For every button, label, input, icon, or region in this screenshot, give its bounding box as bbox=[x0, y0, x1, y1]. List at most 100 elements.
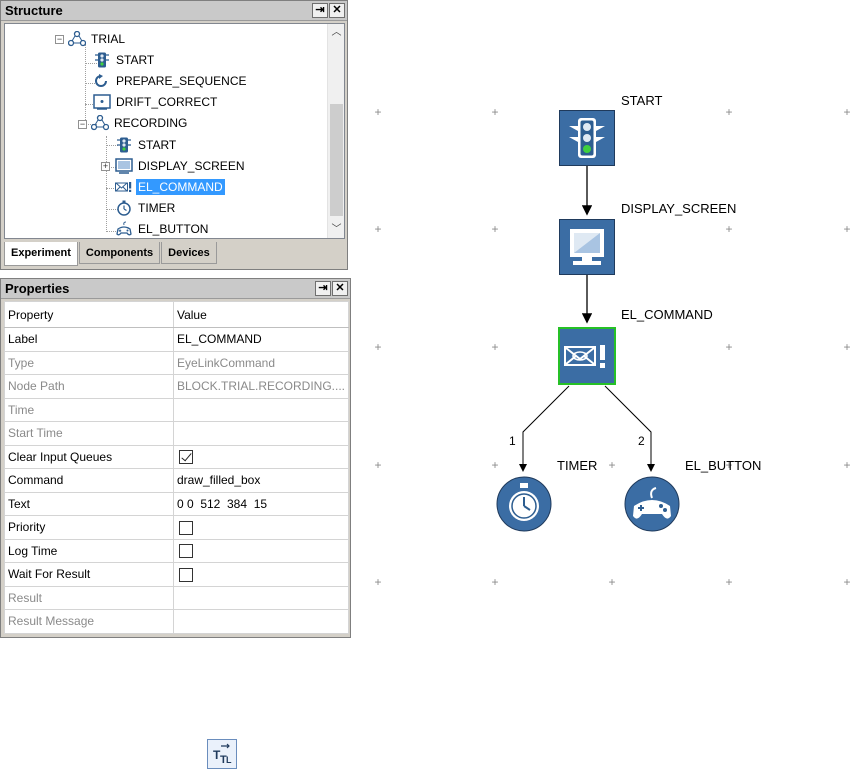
log-time-checkbox[interactable] bbox=[178, 544, 193, 559]
tree-item-el-command[interactable]: EL_COMMAND bbox=[115, 177, 225, 197]
property-name: Wait For Result bbox=[4, 562, 174, 587]
tree-item-label: EL_COMMAND bbox=[136, 179, 225, 195]
text-tool-icon[interactable]: T T L bbox=[207, 739, 237, 769]
grid-mark: + bbox=[725, 575, 733, 589]
properties-panel: Properties ⇥ ✕ Property Value Label EL_C… bbox=[0, 278, 351, 638]
tree-item-display-screen[interactable]: DISPLAY_SCREEN bbox=[115, 156, 246, 176]
edge-label-2: 2 bbox=[638, 434, 645, 448]
property-column-header: Property bbox=[4, 301, 174, 328]
scroll-up-arrow-icon[interactable]: ︿ bbox=[331, 27, 342, 38]
node-label-start: START bbox=[621, 93, 663, 108]
gamepad-icon bbox=[116, 221, 132, 236]
expand-display-screen-toggle[interactable]: + bbox=[101, 161, 110, 171]
close-button[interactable]: ✕ bbox=[329, 3, 345, 18]
property-name: Label bbox=[4, 327, 174, 352]
start-node[interactable] bbox=[559, 110, 615, 166]
grid-mark: + bbox=[725, 340, 733, 354]
property-name: Log Time bbox=[4, 538, 174, 563]
property-row-label[interactable]: Label EL_COMMAND bbox=[4, 327, 350, 352]
traffic-light-icon bbox=[117, 137, 131, 153]
property-row-priority[interactable]: Priority bbox=[4, 515, 350, 540]
property-name: Start Time bbox=[4, 421, 174, 446]
tree-item-trial[interactable]: TRIAL bbox=[68, 29, 127, 49]
tab-devices[interactable]: Devices bbox=[161, 242, 217, 264]
tree-item-recording[interactable]: RECORDING bbox=[91, 113, 189, 133]
tree-item-timer[interactable]: TIMER bbox=[115, 198, 177, 218]
property-row-result: Result bbox=[4, 585, 350, 610]
tree-item-el-button[interactable]: EL_BUTTON bbox=[115, 219, 210, 238]
property-row-start-time: Start Time bbox=[4, 421, 350, 446]
clear-input-queues-checkbox[interactable] bbox=[178, 450, 193, 465]
stopwatch-icon[interactable] bbox=[496, 476, 552, 532]
close-button[interactable]: ✕ bbox=[332, 281, 348, 296]
display-screen-node[interactable] bbox=[559, 219, 615, 275]
wait-for-result-checkbox[interactable] bbox=[178, 567, 193, 582]
grid-mark: + bbox=[374, 575, 382, 589]
type-value: EyeLinkCommand bbox=[172, 350, 350, 375]
tree-item-label: TRIAL bbox=[91, 32, 126, 46]
value-column-header: Value bbox=[172, 301, 350, 328]
grid-mark: + bbox=[491, 222, 499, 236]
structure-title-text: Structure bbox=[5, 3, 63, 18]
grid-mark: + bbox=[725, 105, 733, 119]
tab-components[interactable]: Components bbox=[78, 242, 161, 264]
priority-checkbox[interactable] bbox=[178, 520, 193, 535]
tree-scrollbar[interactable]: ︿ ﹀ bbox=[327, 24, 344, 238]
tree-item-prepare-sequence[interactable]: PREPARE_SEQUENCE bbox=[93, 71, 248, 91]
property-row-result-message: Result Message bbox=[4, 609, 350, 634]
tab-experiment[interactable]: Experiment bbox=[4, 242, 78, 266]
expand-trial-toggle[interactable]: − bbox=[55, 34, 64, 44]
pin-button[interactable]: ⇥ bbox=[315, 281, 331, 296]
stopwatch-icon bbox=[117, 200, 131, 216]
structure-tree[interactable]: − − + TRIAL START PREPARE_SEQUENCE DRIFT… bbox=[4, 23, 345, 239]
tree-item-start[interactable]: START bbox=[93, 50, 156, 70]
property-row-text[interactable]: Text 0 0 512 384 15 bbox=[4, 491, 350, 516]
grid-mark: + bbox=[491, 340, 499, 354]
tree-item-label: START bbox=[138, 138, 177, 152]
label-value-field[interactable]: EL_COMMAND bbox=[172, 327, 350, 352]
grid-mark: + bbox=[491, 575, 499, 589]
property-row-clear-input-queues[interactable]: Clear Input Queues bbox=[4, 444, 350, 469]
tree-item-recording-start[interactable]: START bbox=[115, 135, 178, 155]
property-row-node-path: Node Path BLOCK.TRIAL.RECORDING.... bbox=[4, 374, 350, 399]
scroll-down-arrow-icon[interactable]: ﹀ bbox=[331, 224, 342, 235]
node-path-value: BLOCK.TRIAL.RECORDING.... bbox=[172, 374, 350, 399]
property-name: Clear Input Queues bbox=[4, 444, 174, 469]
grid-mark: + bbox=[374, 222, 382, 236]
property-name: Command bbox=[4, 468, 174, 493]
property-row-command[interactable]: Command draw_filled_box bbox=[4, 468, 350, 493]
tree-item-label: PREPARE_SEQUENCE bbox=[116, 74, 247, 88]
grid-header-row: Property Value bbox=[4, 301, 350, 328]
grid-mark: + bbox=[491, 105, 499, 119]
tree-item-drift-correct[interactable]: DRIFT_CORRECT bbox=[93, 92, 219, 112]
svg-text:L: L bbox=[226, 755, 232, 765]
drift-correct-icon bbox=[93, 94, 111, 110]
node-label-timer: TIMER bbox=[557, 458, 598, 473]
grid-mark: + bbox=[374, 458, 382, 472]
properties-panel-title: Properties ⇥ ✕ bbox=[1, 279, 350, 299]
expand-recording-toggle[interactable]: − bbox=[78, 119, 87, 129]
tree-item-label: RECORDING bbox=[114, 116, 188, 130]
workspace-canvas[interactable]: + + + + + + + + + + + + + + + + + + + + … bbox=[355, 0, 865, 776]
grid-mark: + bbox=[725, 458, 733, 472]
el-command-node[interactable] bbox=[558, 327, 616, 385]
time-value bbox=[172, 397, 350, 422]
structure-tabs: Experiment Components Devices bbox=[4, 242, 218, 266]
result-message-value bbox=[172, 609, 350, 634]
property-name: Node Path bbox=[4, 374, 174, 399]
property-row-wait-for-result[interactable]: Wait For Result bbox=[4, 562, 350, 587]
node-label-el-command: EL_COMMAND bbox=[621, 307, 713, 322]
edge-label-1: 1 bbox=[509, 434, 516, 448]
scrollbar-thumb[interactable] bbox=[330, 104, 343, 216]
node-label-display-screen: DISPLAY_SCREEN bbox=[621, 201, 737, 216]
node-label-el-button: EL_BUTTON bbox=[685, 458, 762, 473]
property-name: Priority bbox=[4, 515, 174, 540]
monitor-icon bbox=[570, 229, 604, 265]
tree-item-label: TIMER bbox=[138, 201, 176, 215]
gamepad-icon[interactable] bbox=[624, 476, 680, 532]
tree-item-label: EL_BUTTON bbox=[138, 222, 209, 236]
text-value-field[interactable]: 0 0 512 384 15 bbox=[172, 491, 350, 516]
command-value-field[interactable]: draw_filled_box bbox=[172, 468, 350, 493]
pin-button[interactable]: ⇥ bbox=[312, 3, 328, 18]
property-row-log-time[interactable]: Log Time bbox=[4, 538, 350, 563]
